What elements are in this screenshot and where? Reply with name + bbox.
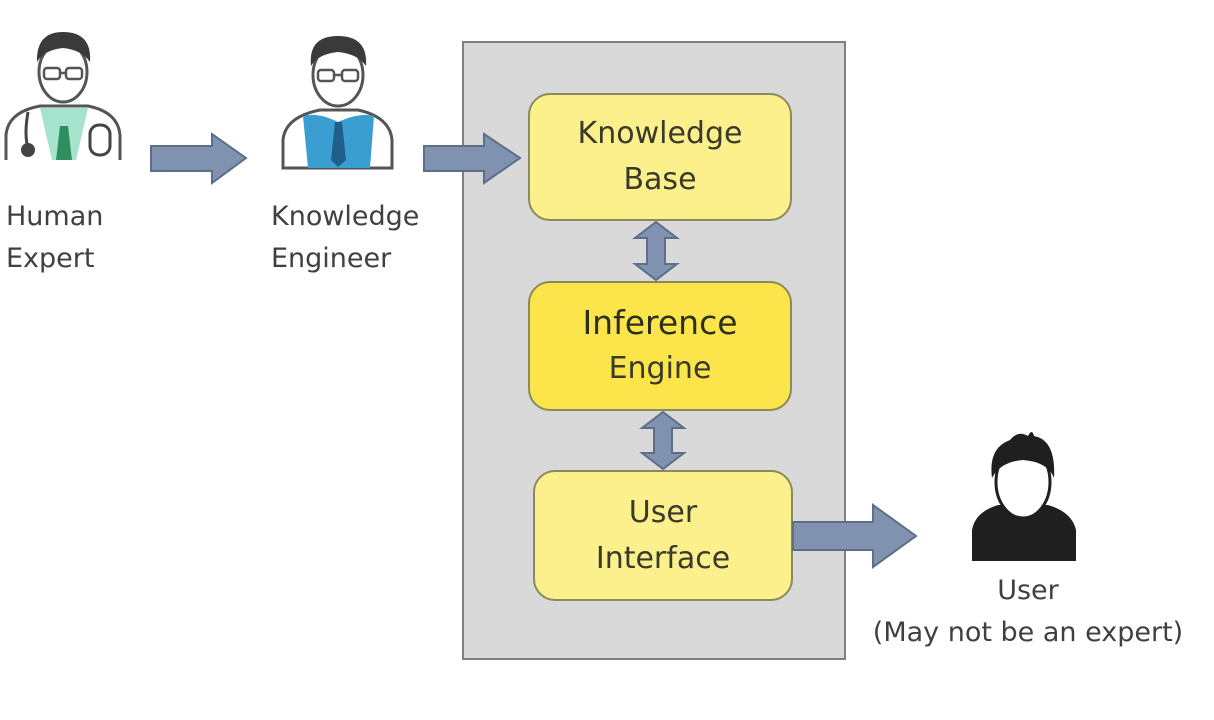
user-interface-node: User Interface [533,470,793,601]
user-icon [972,432,1076,561]
arrow-user-interface-to-user [792,503,918,569]
user-interface-line2: Interface [595,540,731,576]
inference-engine-node: Inference Engine [528,281,792,411]
knowledge-engineer-label: Knowledge Engineer [271,201,420,274]
user-label: User (May not be an expert) [872,575,1184,648]
arrow-knowledge-base-inference-engine [632,220,680,282]
knowledge-base-line1: Knowledge [577,116,743,151]
user-interface-line1: User [628,494,698,530]
engineer-icon [281,36,394,170]
arrow-inference-engine-user-interface [639,410,687,471]
inference-engine-line2: Engine [608,351,712,386]
human-expert-label: Human Expert [6,201,104,274]
arrow-engineer-to-knowledge-base [423,132,522,185]
knowledge-base-node: Knowledge Base [528,93,792,221]
arrow-expert-to-engineer [150,132,248,185]
inference-engine-line1: Inference [582,303,738,342]
doctor-icon [4,32,122,160]
knowledge-base-line2: Base [623,162,697,197]
